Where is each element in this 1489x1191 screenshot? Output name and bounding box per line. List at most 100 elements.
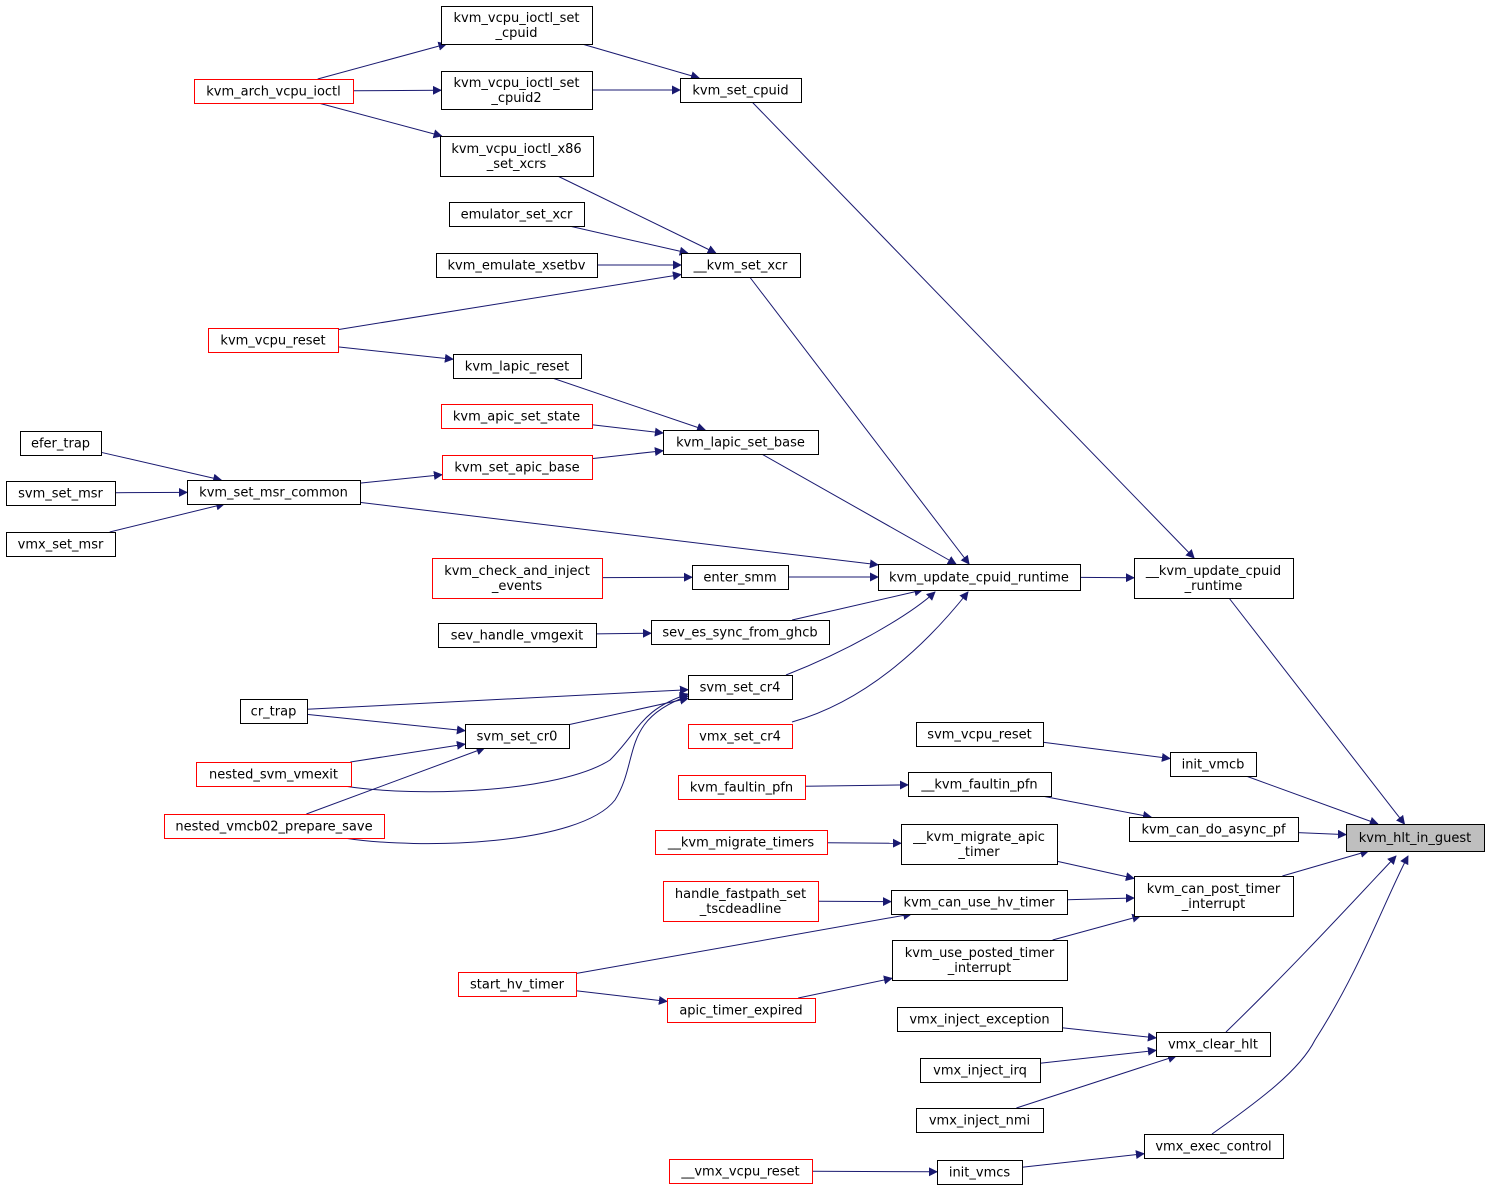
call-edge-exec_ctrl-to-hlt — [1211, 855, 1409, 1135]
function-node-label: _cpuid — [494, 26, 537, 41]
function-node-box — [680, 78, 802, 103]
function-node-box — [1134, 558, 1294, 599]
function-node-apic-expired[interactable]: apic_timer_expired — [667, 998, 816, 1023]
call-edge-vmx_vcpu_reset-to-init_vmcs — [811, 1167, 938, 1177]
function-node-ghcb[interactable]: sev_es_sync_from_ghcb — [651, 620, 830, 645]
function-node-label: kvm_set_msr_common — [199, 486, 348, 501]
function-node-box — [891, 890, 1068, 915]
function-node-box — [1156, 1032, 1271, 1057]
function-node-lapic-base[interactable]: kvm_lapic_set_base — [663, 430, 819, 455]
function-node-use-posted[interactable]: kvm_use_posted_timer_interrupt — [892, 940, 1068, 981]
call-edge-apic_state-to-lapic_base — [591, 424, 664, 437]
function-node-upd-cpuid[interactable]: __kvm_update_cpuid_runtime — [1134, 558, 1294, 599]
function-node-init-vmcb[interactable]: init_vmcb — [1170, 752, 1257, 777]
function-node-set-apic-base[interactable]: kvm_set_apic_base — [442, 455, 593, 480]
function-node-can-post[interactable]: kvm_can_post_timer_interrupt — [1134, 876, 1294, 917]
function-node-nested-vmexit[interactable]: nested_svm_vmexit — [196, 762, 352, 787]
call-edge-svm_vcpu_reset-to-init_vmcb — [1042, 741, 1171, 762]
function-node-label: kvm_can_post_timer — [1147, 882, 1281, 897]
function-node-label: start_hv_timer — [470, 978, 565, 993]
function-node-exec-ctrl[interactable]: vmx_exec_control — [1144, 1134, 1284, 1159]
function-node-box — [240, 699, 308, 724]
function-node-box — [441, 404, 593, 429]
function-node-xcrs[interactable]: kvm_vcpu_ioctl_x86_set_xcrs — [440, 136, 594, 177]
call-edge-clear_hlt-to-hlt — [1225, 855, 1397, 1033]
function-node-box — [908, 772, 1052, 797]
function-node-box — [187, 480, 361, 505]
function-node-box — [920, 1058, 1041, 1083]
function-node-label: kvm_vcpu_ioctl_set — [453, 76, 579, 91]
function-node-vmgexit[interactable]: sev_handle_vmgexit — [438, 623, 597, 648]
function-node-box — [651, 620, 830, 645]
function-node-svm-cr4[interactable]: svm_set_cr4 — [688, 675, 793, 700]
function-node-arch-ioctl[interactable]: kvm_arch_vcpu_ioctl — [194, 79, 354, 104]
function-node-label: __kvm_faultin_pfn — [920, 778, 1037, 793]
call-edge-set_cpuid-to-upd_cpuid — [751, 101, 1195, 559]
function-node-svm-vcpu-reset[interactable]: svm_vcpu_reset — [916, 722, 1044, 747]
function-node-label: kvm_faultin_pfn — [690, 781, 793, 796]
function-node-lapic-reset[interactable]: kvm_lapic_reset — [453, 354, 582, 379]
function-node-box — [897, 1007, 1063, 1032]
function-node-faultin[interactable]: kvm_faultin_pfn — [678, 775, 806, 800]
function-node-ioctl-cpuid2[interactable]: kvm_vcpu_ioctl_set_cpuid2 — [441, 71, 593, 110]
function-node-set-xcr[interactable]: __kvm_set_xcr — [681, 253, 801, 278]
function-node-clear-hlt[interactable]: vmx_clear_hlt — [1156, 1032, 1271, 1057]
function-node-apic-state[interactable]: kvm_apic_set_state — [441, 404, 593, 429]
function-node-inj-irq[interactable]: vmx_inject_irq — [920, 1058, 1041, 1083]
call-edge-vmcb02-to-svm_cr0 — [306, 746, 486, 815]
call-edge-lapic_reset-to-lapic_base — [552, 377, 707, 432]
function-node-init-vmcs[interactable]: init_vmcs — [937, 1160, 1023, 1185]
function-node-vmcb02[interactable]: nested_vmcb02_prepare_save — [164, 814, 385, 839]
function-node-label: handle_fastpath_set — [675, 887, 806, 902]
function-node-cpuid-rt[interactable]: kvm_update_cpuid_runtime — [878, 564, 1081, 591]
function-node-enter-smm[interactable]: enter_smm — [692, 565, 789, 590]
function-node-label: kvm_vcpu_ioctl_x86 — [451, 142, 581, 157]
function-node-box — [449, 202, 585, 227]
function-node-mig-timers[interactable]: __kvm_migrate_timers — [655, 830, 828, 855]
function-node-label: vmx_inject_nmi — [929, 1114, 1030, 1129]
call-edge-vcpu_reset-to-set_xcr — [337, 271, 682, 331]
call-edge-set_apic_base-to-lapic_base — [591, 447, 664, 460]
function-node-label: kvm_arch_vcpu_ioctl — [206, 85, 341, 100]
function-node-faultin2[interactable]: __kvm_faultin_pfn — [908, 772, 1052, 797]
function-node-msr-common[interactable]: kvm_set_msr_common — [187, 480, 361, 505]
call-edge-msr_common-to-set_apic_base — [359, 471, 443, 484]
function-node-inj-exc[interactable]: vmx_inject_exception — [897, 1007, 1063, 1032]
function-node-label: svm_vcpu_reset — [927, 728, 1031, 743]
function-node-label: vmx_inject_exception — [909, 1013, 1049, 1028]
function-node-vmx-vcpu-reset[interactable]: __vmx_vcpu_reset — [669, 1159, 813, 1184]
function-node-cr-trap[interactable]: cr_trap — [240, 699, 308, 724]
function-node-mig-apic[interactable]: __kvm_migrate_apic_timer — [901, 824, 1058, 865]
function-node-label: vmx_set_msr — [18, 538, 104, 553]
function-node-hlt[interactable]: kvm_hlt_in_guest — [1346, 824, 1485, 852]
call-edge-inj_nmi-to-clear_hlt — [1016, 1054, 1177, 1109]
function-node-box — [432, 558, 603, 599]
function-node-efer-trap[interactable]: efer_trap — [20, 431, 102, 456]
call-edge-nested_vmexit-to-svm_cr0 — [350, 740, 466, 763]
function-node-label: kvm_set_apic_base — [454, 461, 579, 476]
function-node-label: apic_timer_expired — [679, 1004, 802, 1019]
function-node-label: sev_handle_vmgexit — [451, 629, 584, 644]
function-node-vmx-msr[interactable]: vmx_set_msr — [6, 532, 116, 557]
call-edge-ghcb-to-cpuid_rt — [791, 587, 924, 621]
function-node-box — [878, 564, 1081, 591]
function-node-box — [1346, 824, 1485, 852]
function-node-ioctl-cpuid[interactable]: kvm_vcpu_ioctl_set_cpuid — [441, 6, 593, 45]
function-node-emu-xcr[interactable]: emulator_set_xcr — [449, 202, 585, 227]
function-node-hv-timer[interactable]: kvm_can_use_hv_timer — [891, 890, 1068, 915]
function-node-inj-nmi[interactable]: vmx_inject_nmi — [916, 1108, 1044, 1133]
function-node-svm-msr[interactable]: svm_set_msr — [6, 481, 116, 506]
function-node-fastpath[interactable]: handle_fastpath_set_tscdeadline — [663, 881, 819, 922]
function-node-set-cpuid[interactable]: kvm_set_cpuid — [680, 78, 802, 103]
function-node-start-hv[interactable]: start_hv_timer — [458, 972, 577, 997]
function-node-box — [663, 881, 819, 922]
function-node-check-inject[interactable]: kvm_check_and_inject_events — [432, 558, 603, 599]
function-node-xsetbv[interactable]: kvm_emulate_xsetbv — [436, 253, 598, 278]
call-edge-mig_timers-to-mig_apic — [826, 838, 902, 848]
function-node-vcpu-reset[interactable]: kvm_vcpu_reset — [208, 328, 339, 353]
function-node-can-async[interactable]: kvm_can_do_async_pf — [1129, 817, 1299, 842]
function-node-vmx-cr4[interactable]: vmx_set_cr4 — [688, 724, 793, 749]
function-node-label: _tscdeadline — [699, 902, 781, 917]
function-node-svm-cr0[interactable]: svm_set_cr0 — [465, 724, 570, 749]
function-node-box — [6, 481, 116, 506]
